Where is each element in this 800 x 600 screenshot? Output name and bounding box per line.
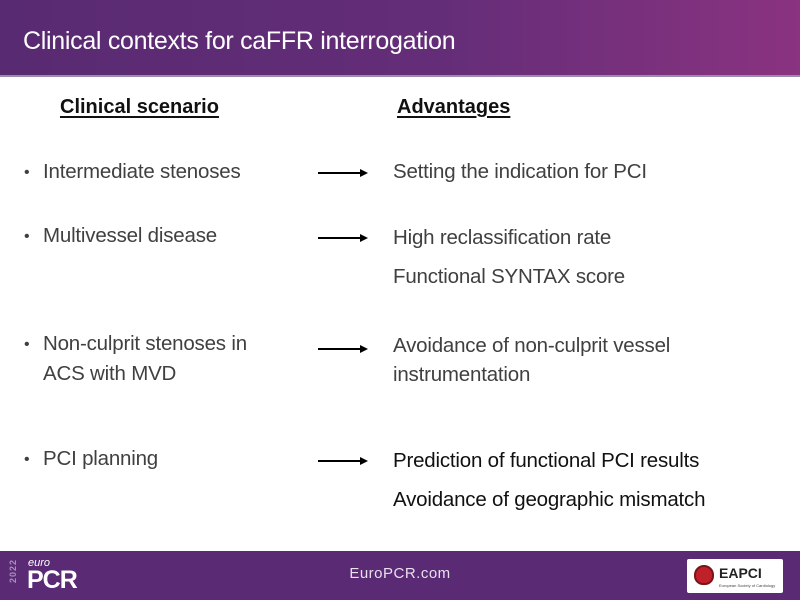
column-header-advantages: Advantages [397,96,511,118]
eapci-logo: EAPCI European Society of Cardiology [687,559,783,593]
advantage-text: Avoidance of geographic mismatch [393,488,706,511]
scenario-text: Non-culprit stenoses in [43,332,247,355]
arrow-icon [318,169,368,177]
advantage-text: Setting the indication for PCI [393,160,647,183]
slide-header: Clinical contexts for caFFR interrogatio… [0,0,800,77]
footer-url: EuroPCR.com [349,565,451,582]
scenario-text: PCI planning [43,447,158,470]
advantage-text: instrumentation [393,363,531,386]
bullet-icon: • [24,164,30,181]
advantage-text: Functional SYNTAX score [393,265,626,288]
column-header-scenario: Clinical scenario [60,96,219,118]
advantage-text: High reclassification rate [393,226,612,249]
slide-footer: 2022 euro PCR EuroPCR.com EAPCI European… [0,551,800,600]
scenario-text: Intermediate stenoses [43,160,241,183]
bullet-icon: • [24,451,30,468]
bullet-icon: • [24,336,30,353]
arrow-icon [318,457,368,465]
slide-title: Clinical contexts for caFFR interrogatio… [23,27,456,55]
scenario-text: ACS with MVD [43,362,177,385]
heart-icon [694,565,714,585]
bullet-icon: • [24,228,30,245]
scenario-text: Multivessel disease [43,224,217,247]
advantage-text: Prediction of functional PCI results [393,449,700,472]
arrow-icon [318,234,368,242]
advantage-text: Avoidance of non-culprit vessel [393,334,671,357]
arrow-icon [318,345,368,353]
